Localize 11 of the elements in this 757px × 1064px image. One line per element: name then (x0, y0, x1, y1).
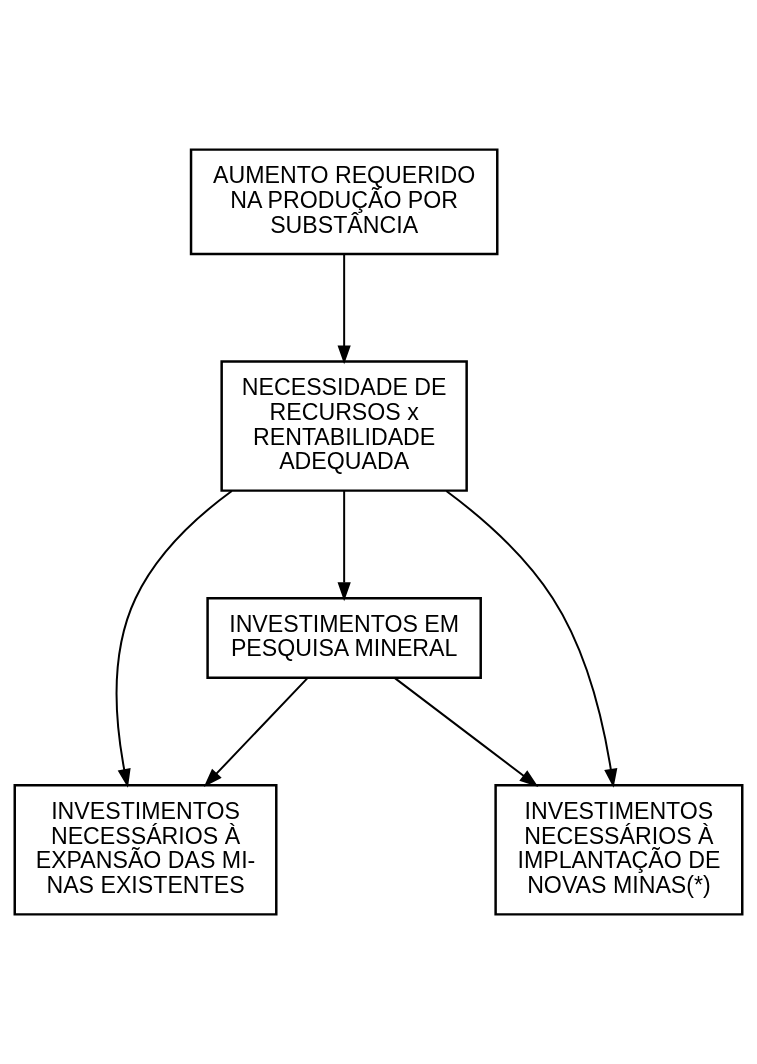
node-box: NECESSIDADE DE RECURSOS x RENTABILIDADE ADEQUADA (220, 360, 468, 492)
arrow (337, 253, 351, 365)
arrow (203, 676, 309, 787)
node-box: INVESTIMENTOS NECESSÁRIOS À EXPANSÃO DAS MI- NAS EXISTENTES (13, 784, 278, 916)
node-box: INVESTIMENTOS EM PESQUISA MINERAL (206, 596, 482, 679)
node-box: INVESTIMENTOS NECESSÁRIOS À IMPLANTAÇÃO DE NOVAS MINAS(*) (494, 784, 744, 916)
arrow (445, 490, 618, 788)
node-box: AUMENTO REQUERIDO NA PRODUÇÃO POR SUBSTÂNCIA (189, 148, 499, 256)
arrow (115, 490, 233, 788)
arrow (337, 489, 351, 602)
arrow (393, 676, 539, 787)
